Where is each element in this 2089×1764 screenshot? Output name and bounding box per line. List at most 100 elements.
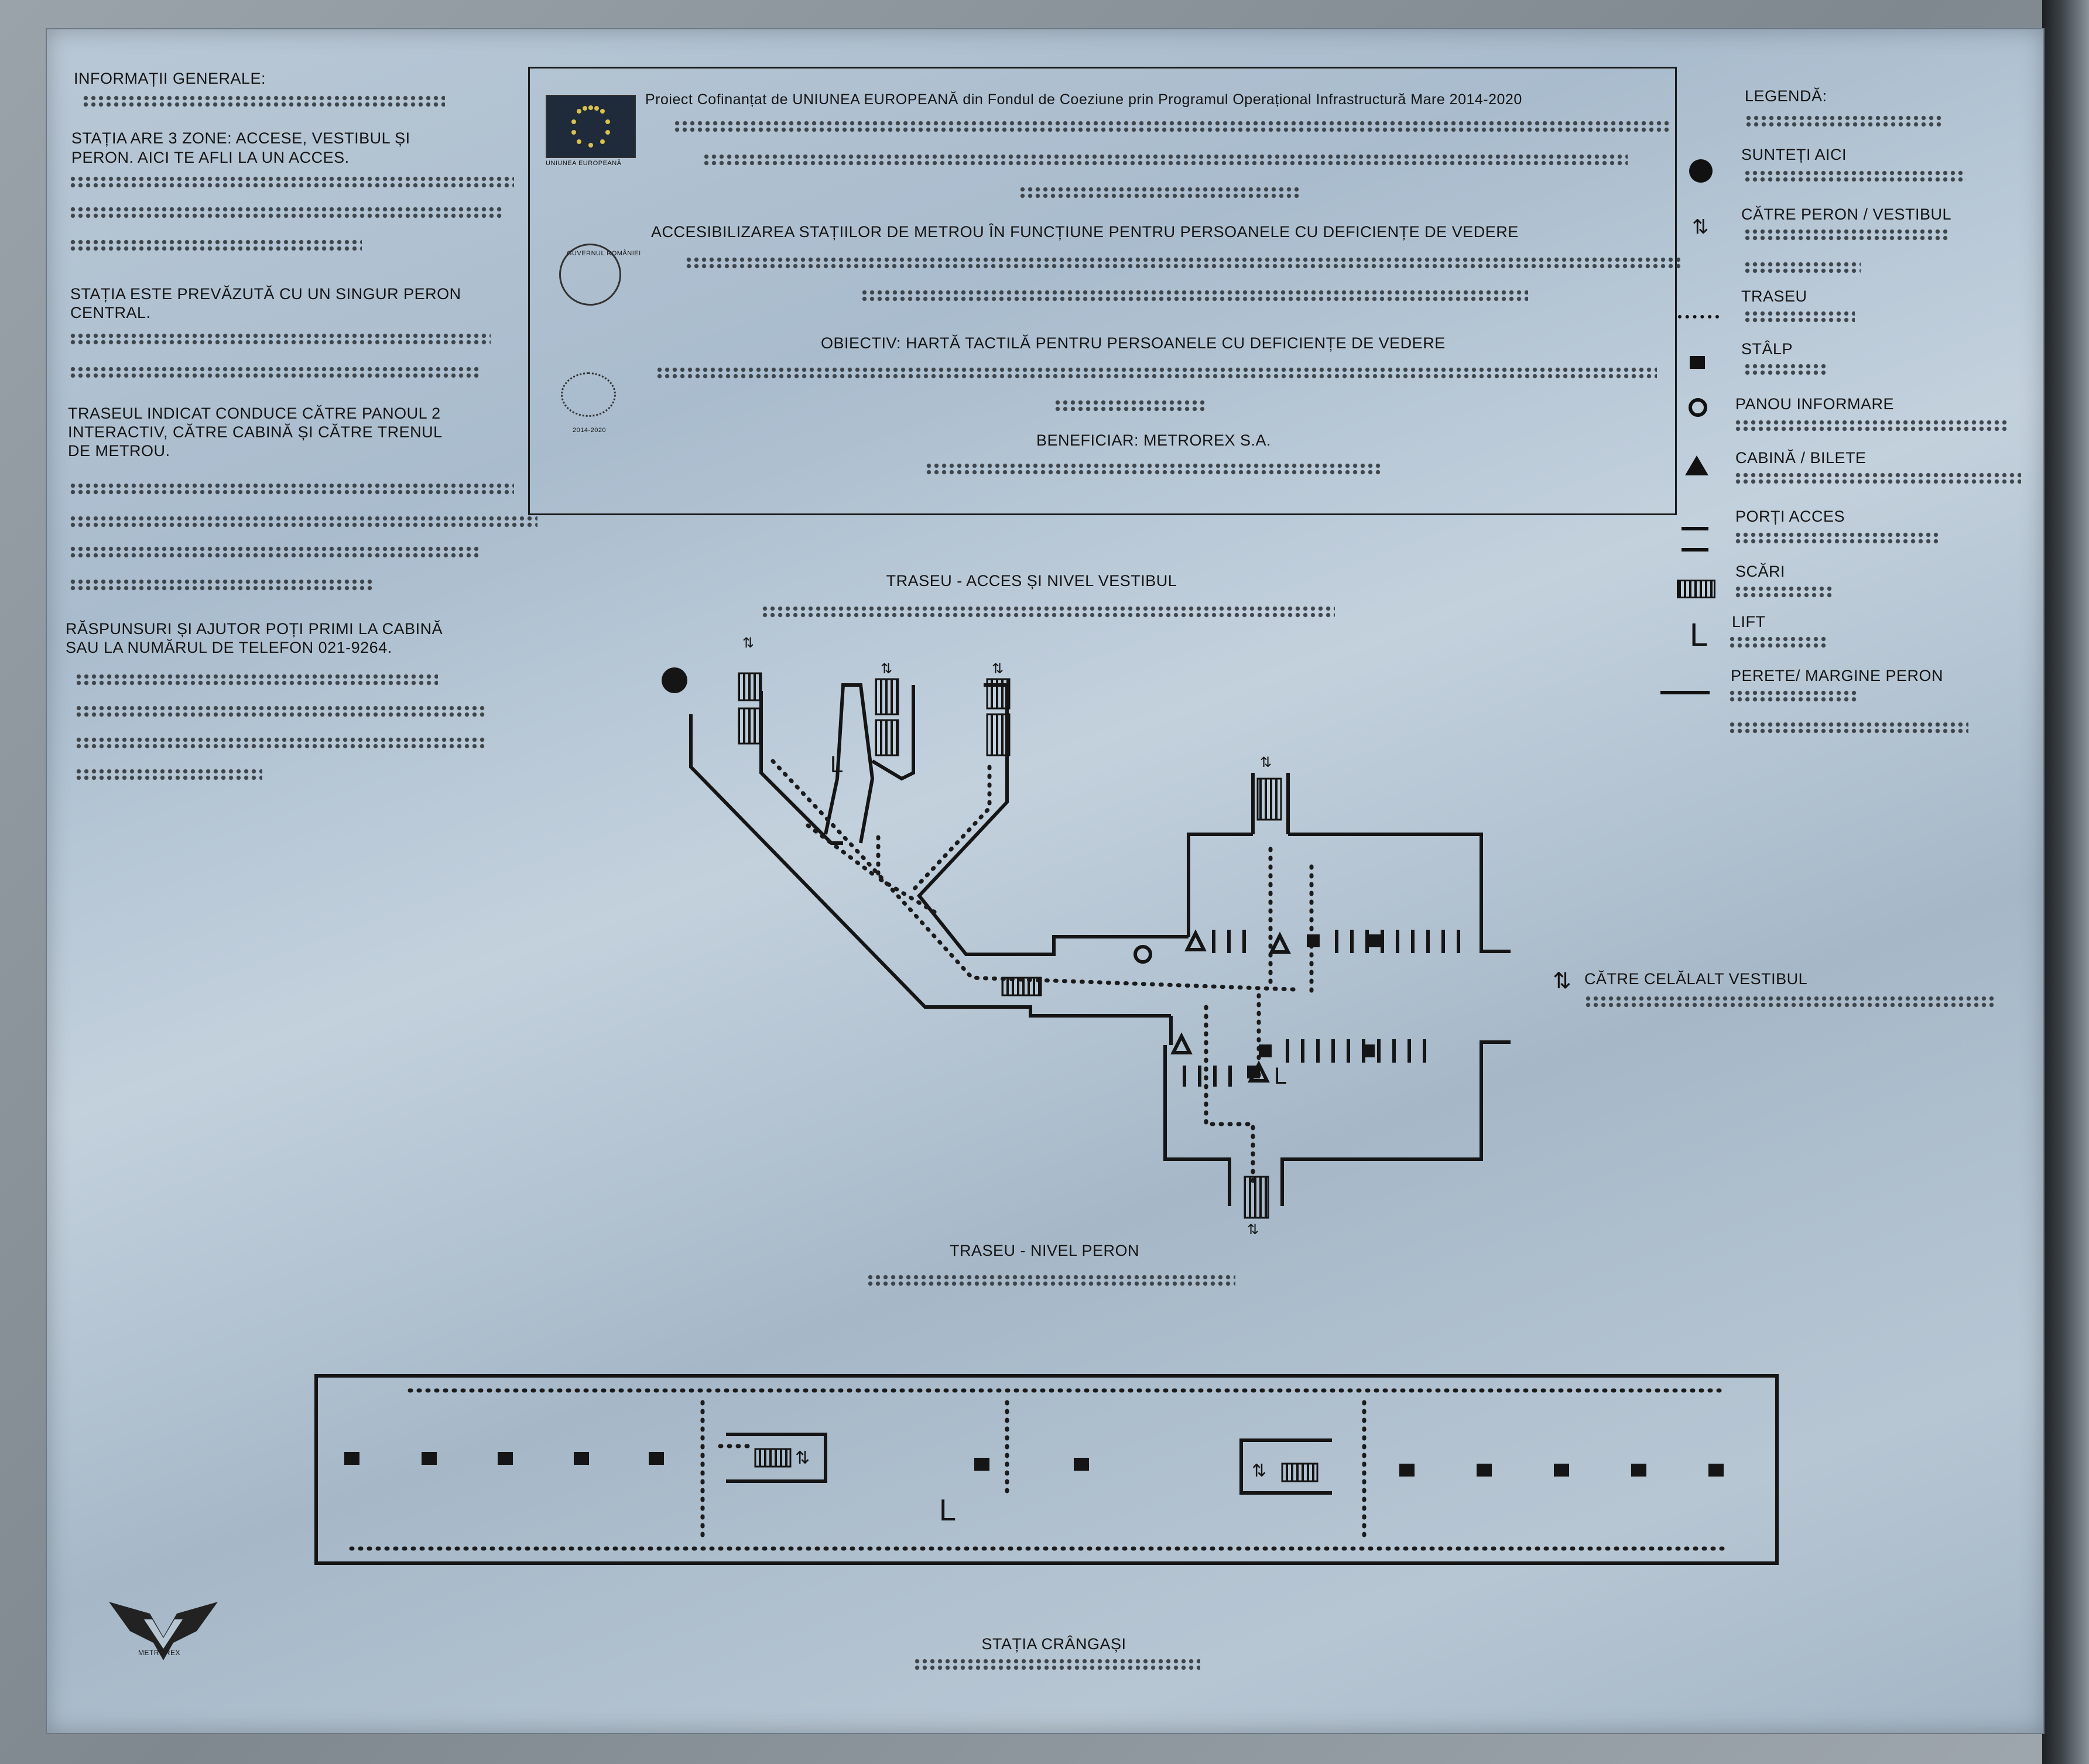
romanian-government-emblem-icon (559, 244, 621, 306)
up-down-arrows-icon: ⇅ (1692, 216, 1709, 238)
braille-text (761, 605, 1335, 618)
legend-label-access-gates: PORȚI ACCES (1735, 508, 1845, 525)
braille-text (69, 206, 502, 219)
braille-text (69, 366, 479, 379)
corridor-wall-1 (824, 683, 875, 844)
braille-text (1728, 636, 1828, 649)
route-dots-icon (1678, 315, 1719, 322)
braille-text (75, 705, 485, 718)
braille-text (69, 176, 514, 189)
beneficiary-text: BENEFICIAR: METROREX S.A. (1036, 431, 1272, 449)
braille-text (1744, 363, 1826, 376)
braille-text (656, 366, 1657, 379)
info-para3-line3: DE METROU. (68, 442, 170, 460)
braille-text (1734, 585, 1834, 598)
wall-line-icon (1660, 691, 1710, 694)
vestibule-wall-lower-left (1163, 1045, 1231, 1206)
legend-title: LEGENDĂ: (1745, 87, 1827, 105)
braille-text (1744, 310, 1855, 323)
platform-stair-enclosure (726, 1433, 827, 1483)
stairs-icon (1677, 580, 1715, 598)
braille-text (673, 120, 1669, 133)
up-down-arrows-icon: ⇅ (1252, 1461, 1267, 1481)
poim-logo-icon (561, 372, 616, 417)
braille-text (703, 153, 1628, 166)
braille-text (1734, 532, 1939, 544)
logo-caption: METROREX (138, 1649, 181, 1657)
braille-text (913, 1658, 1200, 1671)
braille-text (861, 289, 1528, 302)
up-down-arrows-icon: ⇅ (1260, 755, 1272, 770)
metrorex-logo (109, 1602, 218, 1664)
legend-label-stairs: SCĂRI (1735, 563, 1786, 580)
vestibule-wall-lower-right (1280, 1040, 1511, 1206)
eu-flag-icon (546, 95, 636, 158)
braille-text (685, 256, 1680, 269)
poim-caption: 2014-2020 (573, 427, 607, 434)
braille-text (1019, 186, 1300, 199)
station-name: STAȚIA CRÂNGAȘI (981, 1635, 1126, 1653)
lift-icon: L (1690, 616, 1708, 653)
platform-level-title: TRASEU - NIVEL PERON (949, 1242, 1140, 1259)
braille-text (1584, 995, 1994, 1008)
info-para3-line1: TRASEUL INDICAT CONDUCE CĂTRE PANOUL 2 (68, 405, 441, 422)
info-panel-icon (1689, 398, 1707, 417)
lift-icon: L (939, 1494, 957, 1527)
up-down-arrows-icon: ⇅ (1247, 1222, 1259, 1238)
braille-text (69, 578, 374, 591)
up-down-arrows-icon: ⇅ (742, 635, 755, 651)
legend-label-you-are-here: SUNTEȚI AICI (1741, 146, 1847, 163)
tactile-map-plate (46, 28, 2045, 1734)
corridor-wall-2 (871, 685, 915, 781)
braille-text (1745, 115, 1944, 128)
braille-text (82, 95, 445, 108)
info-heading: INFORMAȚII GENERALE: (74, 70, 266, 87)
info-para3-line2: INTERACTIV, CĂTRE CABINĂ ȘI CĂTRE TRENUL (68, 423, 443, 441)
you-are-here-icon (1689, 159, 1713, 183)
braille-text (1744, 228, 1948, 241)
braille-text (1734, 419, 2009, 432)
other-vestibule-label: CĂTRE CELĂLALT VESTIBUL (1584, 970, 1808, 988)
legend-label-pillar: STÂLP (1741, 340, 1793, 358)
access-gate-icon (1682, 527, 1708, 552)
braille-text (1734, 472, 2021, 485)
objective-text: OBIECTIV: HARTĂ TACTILĂ PENTRU PERSOANEL… (821, 334, 1446, 352)
braille-text (69, 333, 491, 345)
up-down-arrows-icon: ⇅ (1553, 969, 1572, 994)
braille-text (925, 463, 1382, 475)
braille-text (75, 673, 438, 686)
braille-text (1728, 721, 1968, 734)
info-para1-line2: PERON. AICI TE AFLI LA UN ACCES. (71, 149, 350, 166)
info-para2-line2: CENTRAL. (70, 304, 151, 321)
braille-text (69, 546, 479, 559)
braille-text (1054, 399, 1206, 412)
up-down-arrows-icon: ⇅ (992, 661, 1004, 677)
braille-text (69, 482, 514, 495)
platform-stair-enclosure (1239, 1438, 1332, 1495)
ticket-booth-icon (1685, 455, 1708, 475)
braille-text (75, 768, 262, 781)
vestibule-wall-upper-right (1288, 833, 1511, 953)
project-title: ACCESIBILIZAREA STAȚIILOR DE METROU ÎN F… (651, 223, 1519, 241)
braille-text (867, 1274, 1235, 1287)
corridor-wall-3 (917, 683, 1189, 956)
braille-text (1744, 261, 1861, 274)
braille-text (1728, 690, 1857, 703)
up-down-arrows-icon: ⇅ (881, 661, 893, 677)
frame-right-edge (2042, 0, 2089, 1764)
up-down-arrows-icon: ⇅ (795, 1448, 810, 1468)
eu-caption: UNIUNEA EUROPEANĂ (546, 160, 622, 167)
braille-text (75, 737, 485, 749)
lift-icon: L (1274, 1063, 1287, 1089)
legend-label-ticket-booth: CABINĂ / BILETE (1735, 449, 1867, 467)
pillar-icon (1690, 356, 1705, 369)
legend-label-to-platform: CĂTRE PERON / VESTIBUL (1741, 205, 1952, 223)
legend-label-route: TRASEU (1741, 287, 1807, 305)
lift-icon: L (830, 752, 844, 777)
platform-outline (314, 1374, 1779, 1565)
info-para4-line1: RĂSPUNSURI ȘI AJUTOR POȚI PRIMI LA CABIN… (66, 620, 443, 638)
project-funding-text: Proiect Cofinanțat de UNIUNEA EUROPEANĂ … (645, 91, 1522, 108)
legend-label-info-panel: PANOU INFORMARE (1735, 395, 1895, 413)
vestibule-wall-upper-left (1187, 833, 1253, 937)
